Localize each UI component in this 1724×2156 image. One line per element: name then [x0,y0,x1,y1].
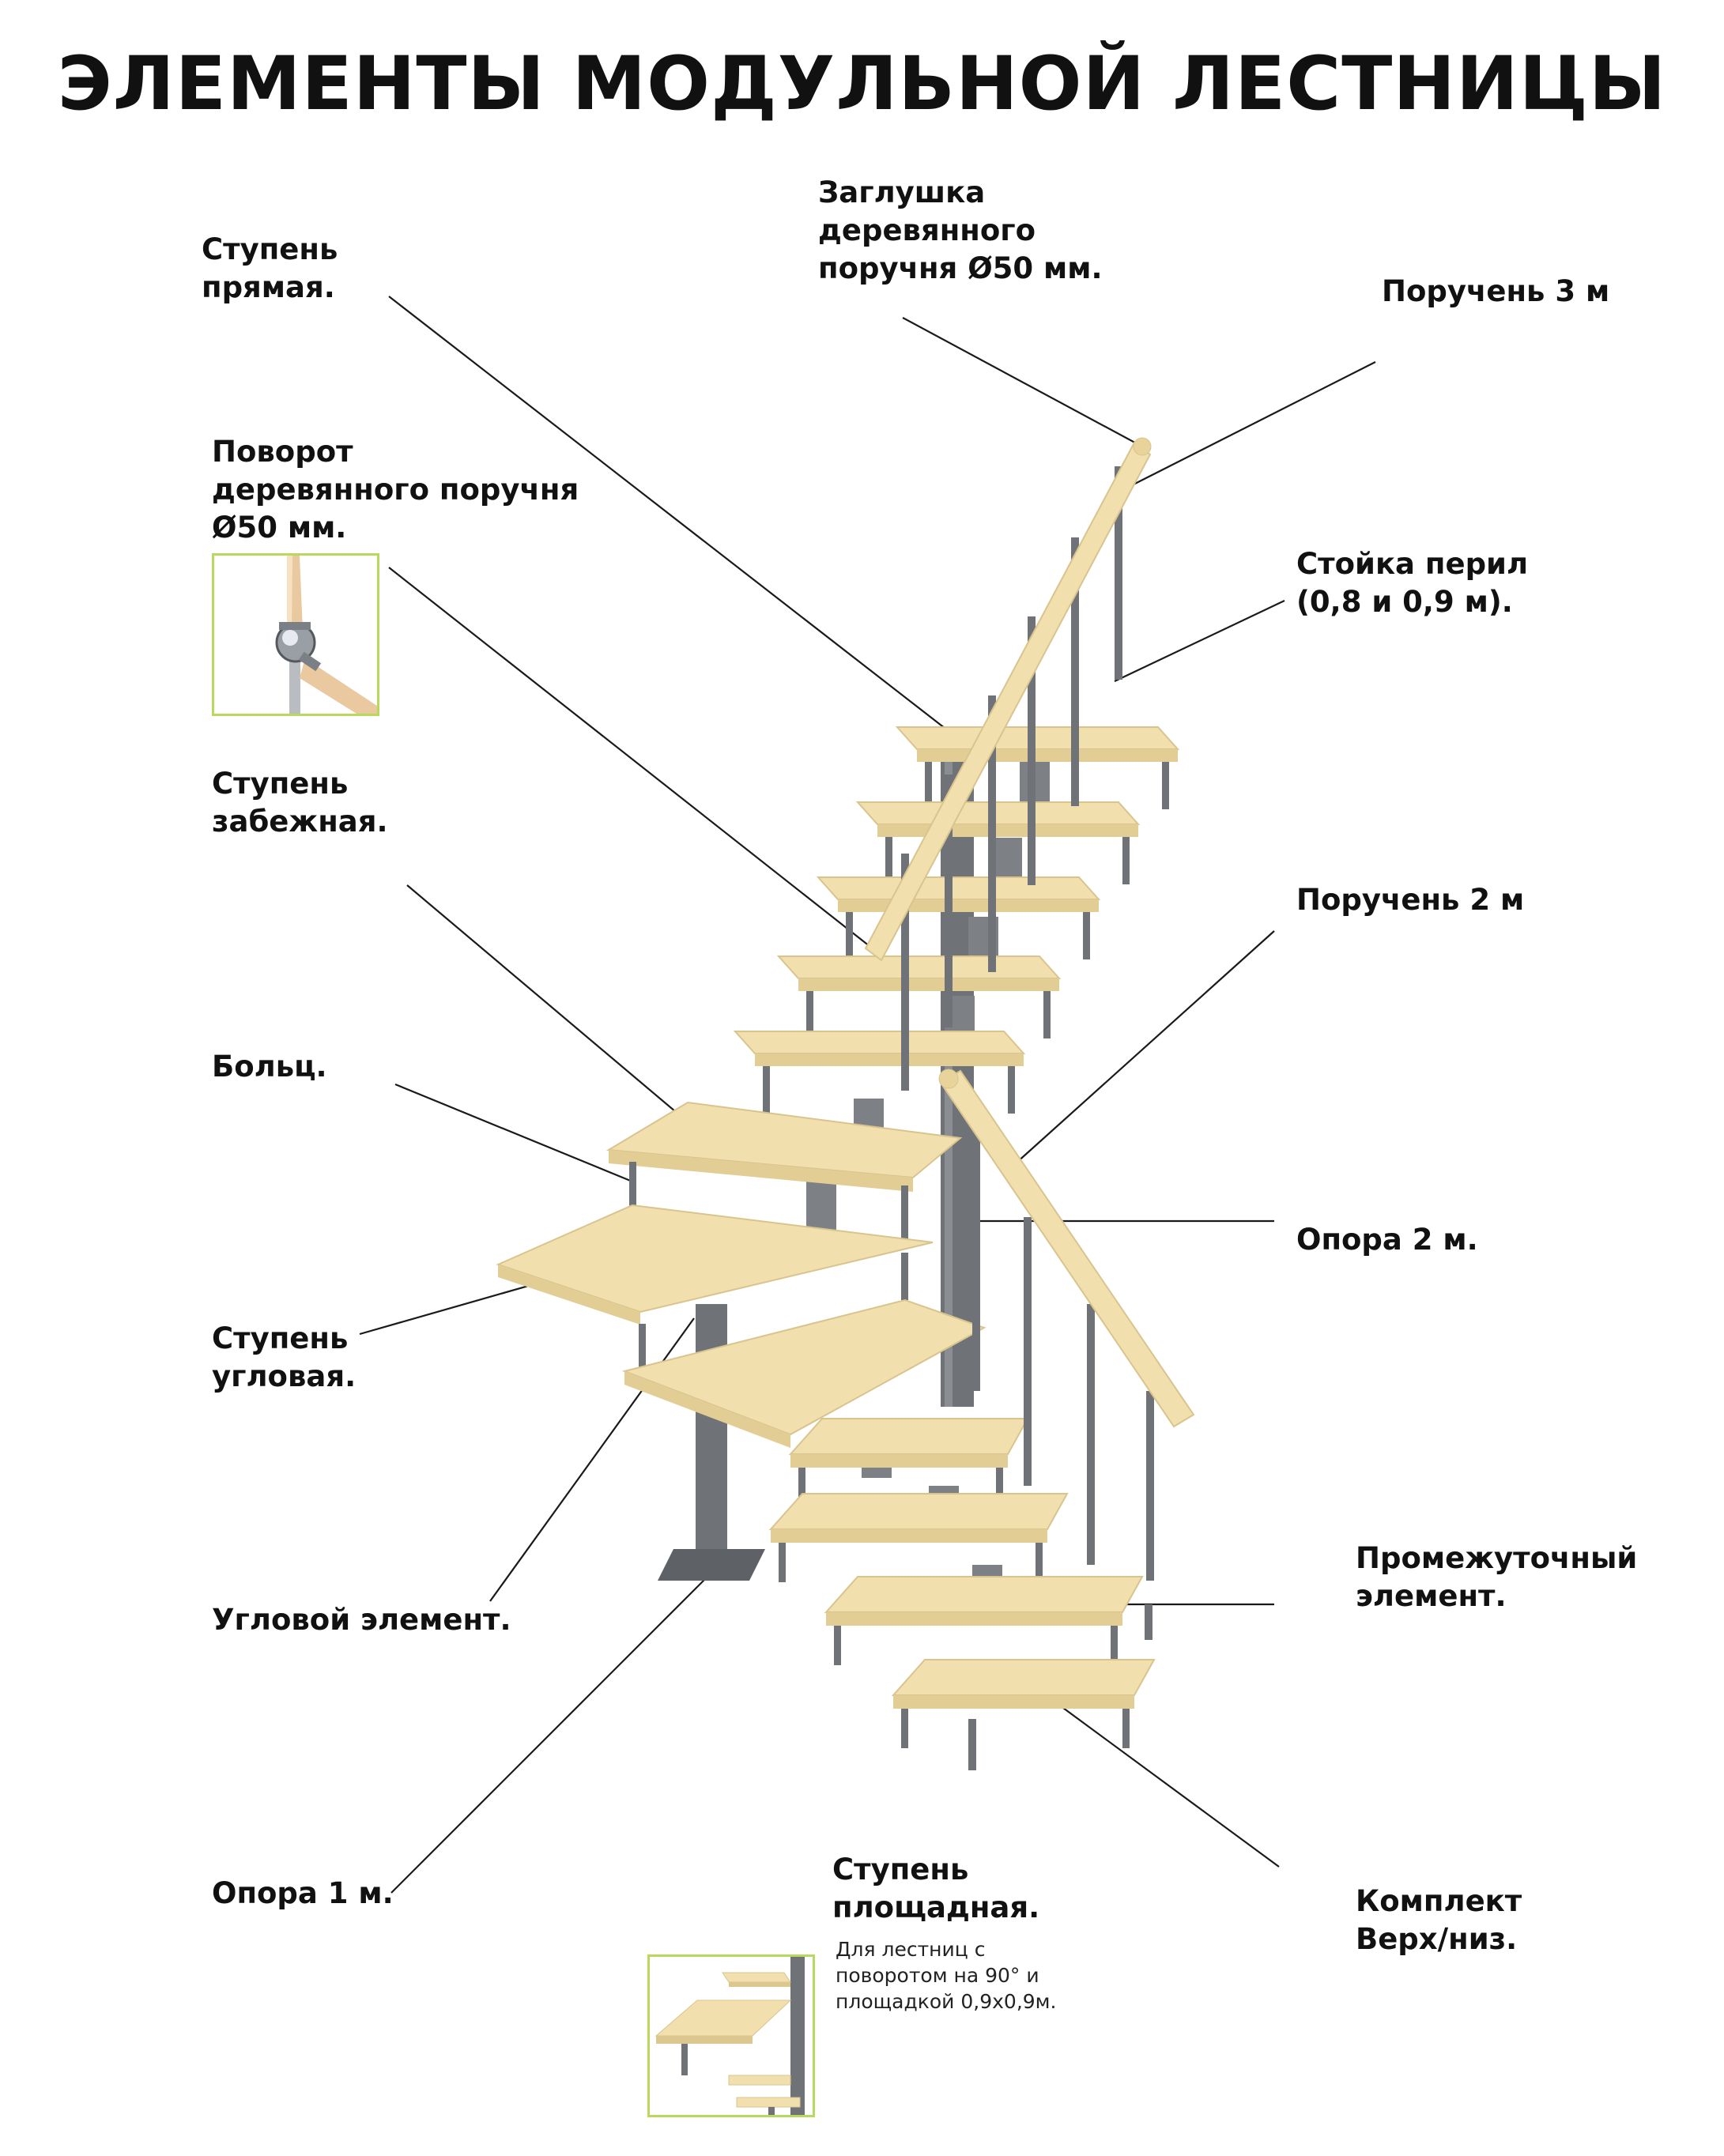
lower-baluster-0 [972,1130,980,1391]
leader-poruchen-2m [1015,930,1275,1164]
handrail-turn-thumbnail [212,553,379,716]
straight-step-lower-edge-2 [826,1612,1122,1626]
upper-baluster-0 [1115,466,1122,680]
label-bolts: Больц. [212,1050,327,1084]
straight-step-upper-edge-1 [877,824,1138,837]
bolt-lower-b-0 [996,1468,1003,1507]
leader-opora-1m [390,1568,716,1894]
straight-step-lower-0 [788,1418,1029,1455]
straight-step-lower-edge-3 [893,1695,1134,1709]
upper-baluster-4 [945,775,953,1027]
bolt-lower-a-0 [798,1468,805,1507]
straight-step-upper-edge-2 [838,899,1099,912]
straight-step-lower-3 [891,1659,1156,1696]
bolt-upper-b-1 [1122,837,1130,884]
straight-step-upper-0 [895,726,1180,750]
bolt-lower-b-1 [1036,1543,1043,1582]
lower-baluster-1 [1024,1217,1032,1486]
straight-step-upper-1 [855,801,1141,825]
bolt-winder-a [629,1162,636,1209]
lower-baluster-3 [1146,1391,1154,1581]
bolt-lower-b-3 [1122,1709,1130,1748]
straight-step-lower-edge-0 [790,1454,1008,1468]
landing-step-thumbnail [647,1954,815,2117]
leader-stoyka [1114,600,1285,682]
leader-stupen-zabezhnaya [406,884,696,1129]
bolt-corner-b [901,1253,908,1300]
bolt-lower-a-2 [834,1626,841,1665]
straight-step-upper-3 [776,956,1062,979]
leader-povorot [388,567,878,953]
bolt-upper-a-3 [806,991,813,1038]
leader-komplekt [1051,1698,1280,1868]
straight-step-lower-1 [768,1493,1069,1530]
straight-step-upper-edge-4 [755,1054,1024,1066]
lower-column-base-plate [658,1549,765,1581]
upper-baluster-2 [1028,616,1036,885]
upper-baluster-5 [901,854,909,1091]
bolt-winder-b [901,1185,908,1241]
bolt-upper-b-2 [1083,912,1090,959]
lower-baluster-2 [1087,1304,1095,1565]
page-title: ЭЛЕМЕНТЫ МОДУЛЬНОЙ ЛЕСТНИЦЫ [57,41,1667,127]
intermediate-element-5 [806,1178,836,1233]
bolt-lower-a-3 [901,1709,908,1748]
straight-step-upper-2 [816,876,1101,900]
staircase-drawing [496,437,1195,1770]
bottom-leg-right [1145,1604,1152,1640]
lower-winder-step-edge [624,1371,790,1448]
label-uglovoy-element: Угловой элемент. [212,1603,511,1637]
straight-step-lower-edge-1 [771,1529,1047,1543]
upper-baluster-3 [988,695,996,972]
leader-poruchen-3m [1122,361,1376,491]
label-stoyka-peril: Стойка перил(0,8 и 0,9 м). [1296,547,1529,619]
bolt-upper-a-4 [763,1066,770,1114]
bolt-lower-b-2 [1111,1626,1118,1665]
bolt-corner-a [639,1324,646,1371]
straight-step-upper-edge-3 [798,978,1059,991]
leader-bolts [394,1083,633,1183]
bolt-upper-a-2 [846,912,853,959]
handrail-turn-joint [938,1069,959,1089]
straight-step-lower-2 [824,1576,1144,1613]
label-opora-2m: Опора 2 м. [1296,1223,1478,1257]
leader-lines [359,296,1376,1894]
bottom-leg [968,1719,976,1770]
lower-winder-step [621,1298,986,1436]
bolt-upper-b-0 [1162,762,1169,809]
handrail-end-cap [1133,437,1152,456]
leader-zaglushka [902,317,1143,447]
straight-step-upper-4 [733,1031,1026,1054]
bolt-upper-a-1 [885,837,892,884]
winder-step-edge [609,1150,913,1192]
leader-stupen-pryamaya [388,296,949,732]
bolt-upper-b-3 [1043,991,1051,1038]
label-poruchen-2m: Поручень 2 м [1296,883,1525,917]
bolt-lower-a-1 [779,1543,786,1582]
label-poruchen-3m: Поручень 3 м [1382,274,1610,308]
leader-stupen-uglovaya [359,1277,554,1336]
lower-column [696,1304,727,1565]
upper-baluster-1 [1071,537,1079,806]
bolt-upper-a-0 [925,762,932,809]
bolt-upper-b-4 [1008,1066,1015,1114]
corner-step-edge [498,1265,640,1325]
label-opora-1m: Опора 1 м. [212,1876,394,1910]
straight-step-upper-edge-0 [917,749,1178,762]
